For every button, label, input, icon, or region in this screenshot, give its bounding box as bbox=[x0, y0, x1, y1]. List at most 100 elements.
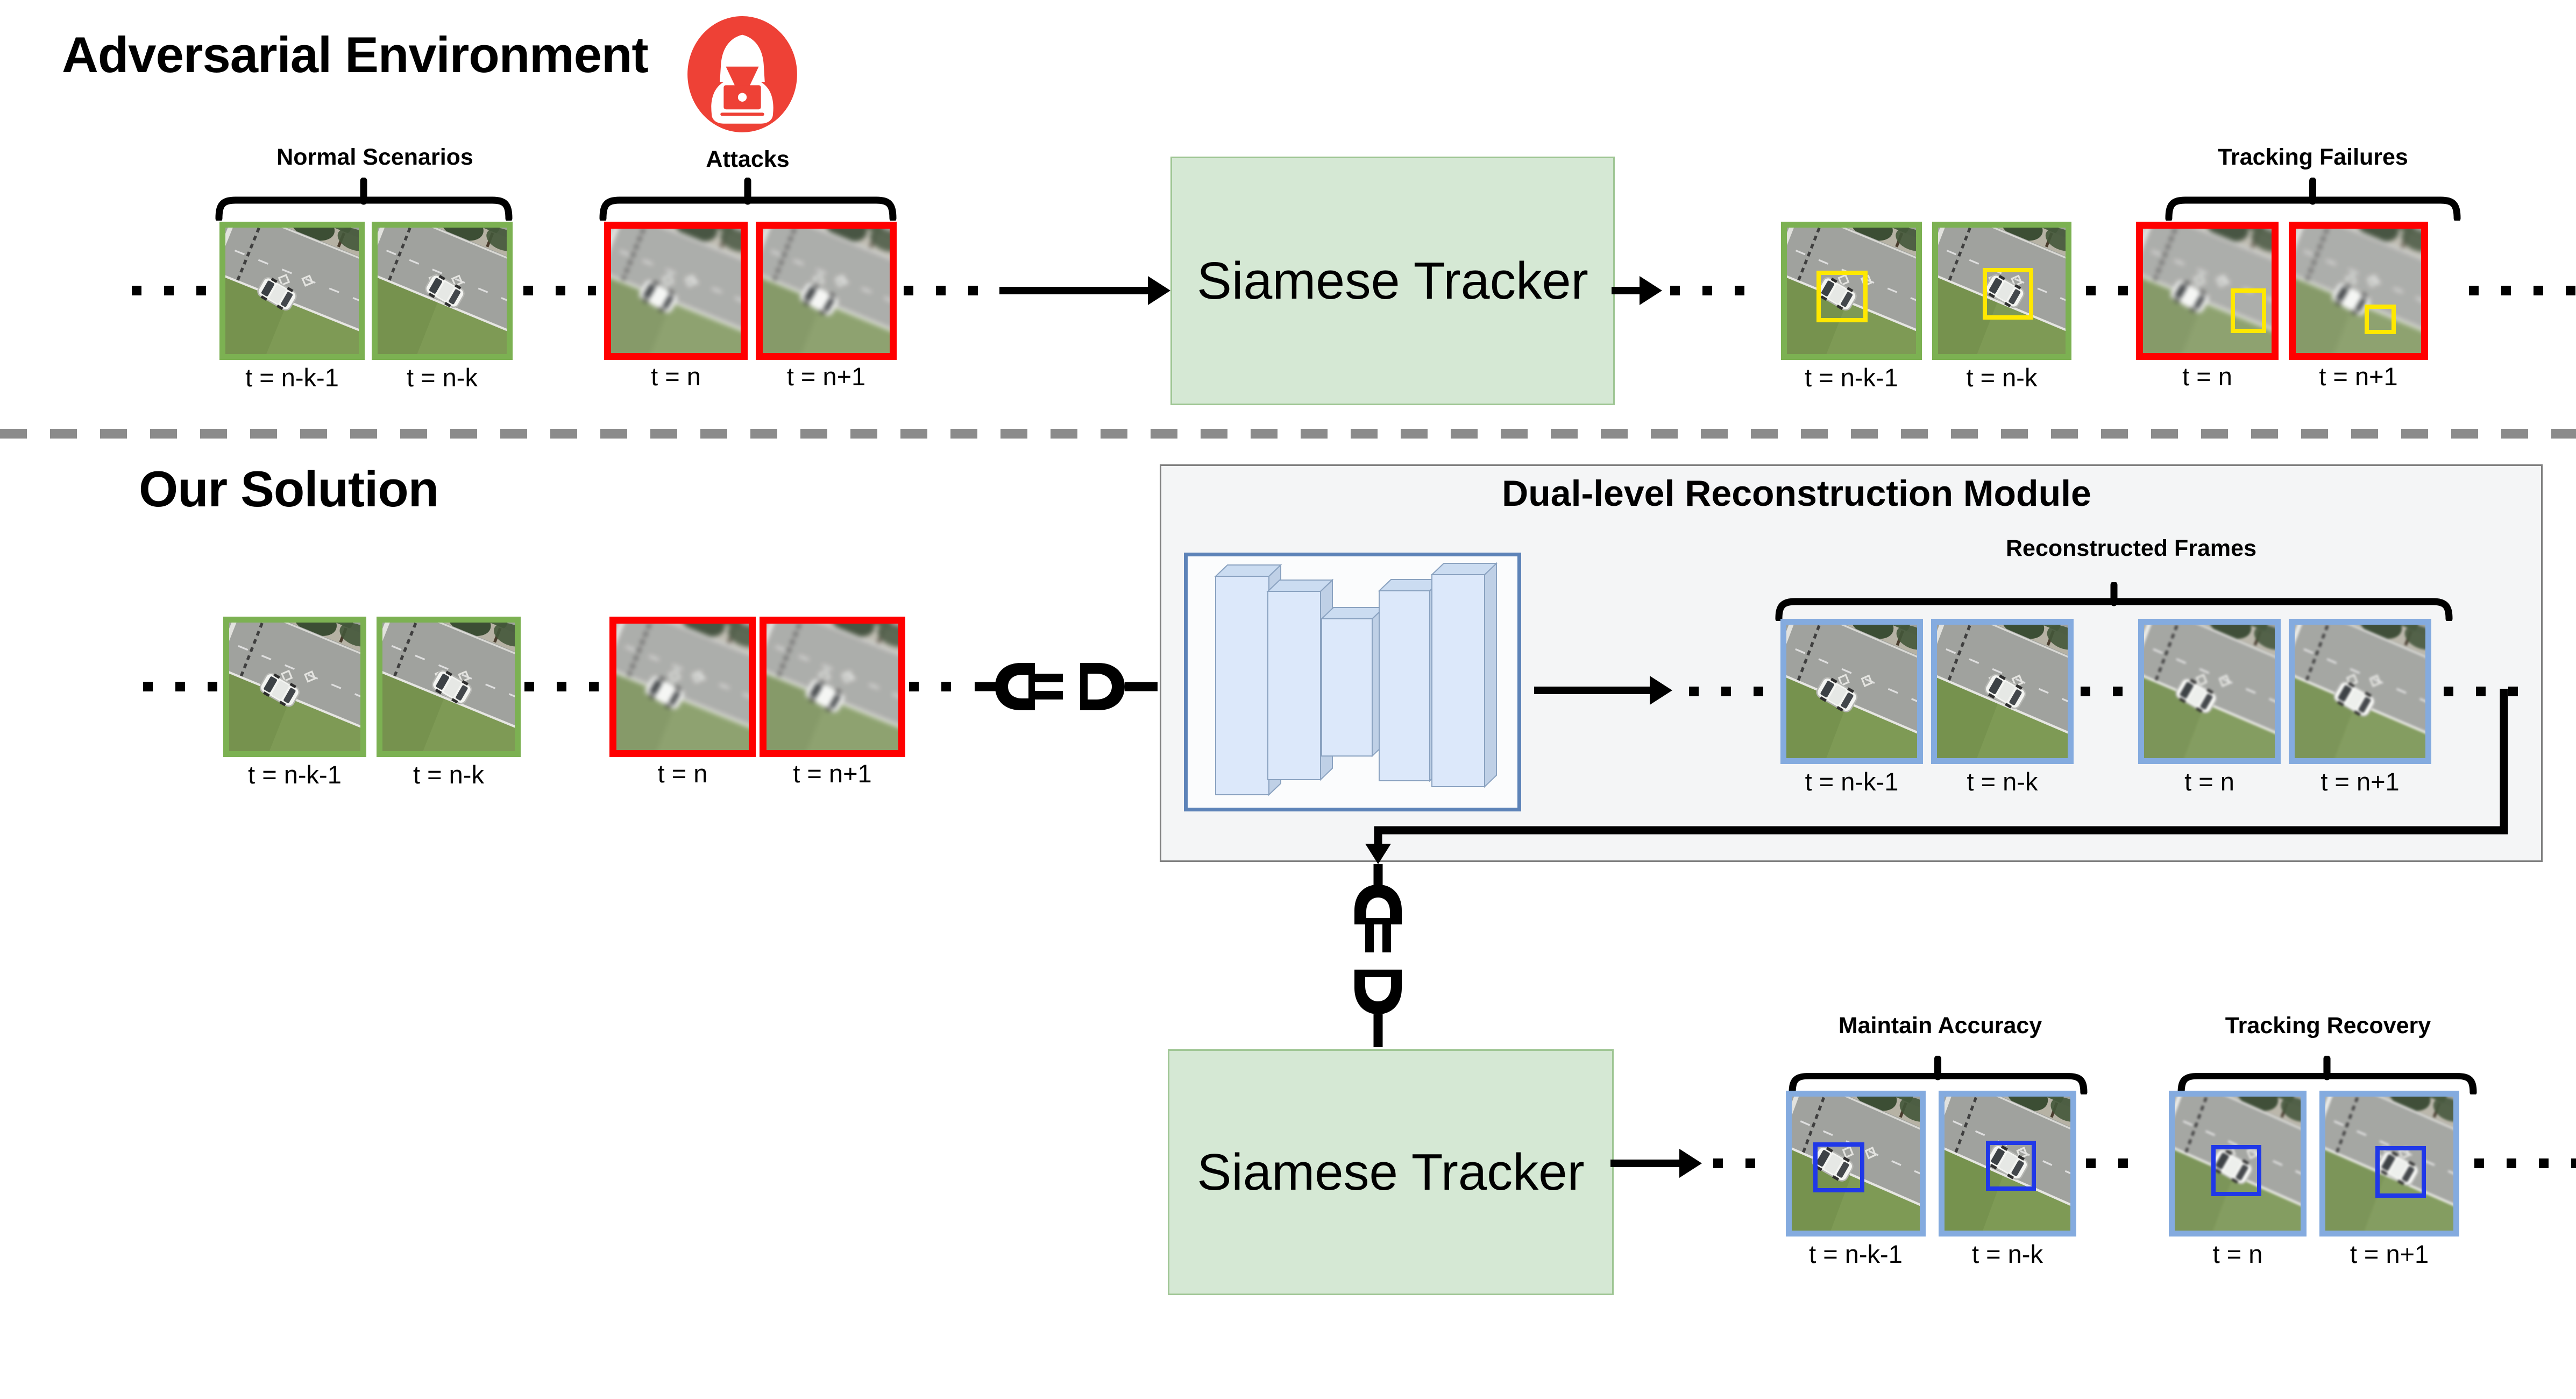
siamese-tracker-box-bottom: Siamese Tracker bbox=[1168, 1049, 1614, 1295]
group-label-tracking-recovery: Tracking Recovery bbox=[2225, 1013, 2431, 1038]
group-label-reconstructed-frames: Reconstructed Frames bbox=[2006, 535, 2256, 561]
car-sprite bbox=[257, 669, 303, 710]
frame-time-label: t = n-k bbox=[1966, 363, 2038, 392]
frame-attacked-input-3: t = n bbox=[609, 617, 756, 788]
feedback-connector-line bbox=[1365, 689, 2508, 864]
frame-normal-input-2: t = n-k bbox=[372, 222, 513, 392]
frame-final-output-4: t = n+1 bbox=[2319, 1091, 2459, 1268]
frame-reconstructed-2: t = n-k bbox=[1931, 619, 2074, 796]
frame-time-label: t = n-k-1 bbox=[245, 363, 339, 392]
ellipsis-dots bbox=[909, 682, 974, 691]
frame-time-label: t = n+1 bbox=[786, 362, 866, 391]
ellipsis-dots bbox=[2474, 1158, 2576, 1168]
frame-tracked-output-1: t = n-k-1 bbox=[1781, 222, 1922, 392]
hacker-icon bbox=[687, 16, 797, 132]
tracking-box-blue bbox=[1986, 1141, 2036, 1191]
tracking-box-blue bbox=[1813, 1142, 1864, 1192]
frame-time-label: t = n+1 bbox=[2350, 1240, 2429, 1268]
frame-time-label: t = n-k bbox=[407, 363, 478, 392]
flow-arrow bbox=[1610, 1160, 1679, 1167]
ellipsis-dots bbox=[143, 682, 218, 691]
brace-icon bbox=[1789, 1056, 2088, 1094]
ellipsis-dots bbox=[132, 286, 212, 295]
car-sprite bbox=[422, 271, 468, 311]
flow-arrow bbox=[1534, 687, 1650, 694]
frame-time-label: t = n-k-1 bbox=[248, 760, 342, 789]
frame-time-label: t = n bbox=[2182, 362, 2232, 391]
frame-normal-input-4: t = n-k bbox=[377, 617, 521, 789]
frame-time-label: t = n-k-1 bbox=[1805, 363, 1898, 392]
frame-time-label: t = n bbox=[2184, 767, 2234, 796]
tracking-box-yellow bbox=[2230, 288, 2266, 333]
siamese-tracker-box-top: Siamese Tracker bbox=[1170, 157, 1615, 405]
autoencoder-icon bbox=[1214, 562, 1498, 796]
frame-time-label: t = n-k bbox=[413, 760, 484, 789]
frame-normal-input-1: t = n-k-1 bbox=[219, 222, 365, 392]
brace-icon bbox=[215, 178, 513, 221]
frame-time-label: t = n+1 bbox=[793, 759, 872, 788]
ellipsis-dots bbox=[523, 286, 596, 295]
car-sprite bbox=[642, 673, 687, 713]
frame-time-label: t = n-k-1 bbox=[1805, 767, 1899, 796]
disconnected-plug-icon bbox=[975, 649, 1158, 724]
car-sprite bbox=[797, 279, 841, 319]
frame-time-label: t = n+1 bbox=[2320, 767, 2400, 796]
frame-final-output-2: t = n-k bbox=[1939, 1091, 2076, 1268]
frame-normal-input-3: t = n-k-1 bbox=[223, 617, 366, 789]
frame-time-label: t = n+1 bbox=[2319, 362, 2398, 391]
flow-arrow bbox=[999, 287, 1148, 294]
ellipsis-dots bbox=[1670, 286, 1751, 295]
frame-attacked-input-1: t = n bbox=[604, 222, 748, 391]
frame-reconstructed-1: t = n-k-1 bbox=[1780, 619, 1923, 796]
car-sprite bbox=[2167, 277, 2212, 316]
frame-time-label: t = n bbox=[651, 362, 701, 391]
group-label-normal-scenarios: Normal Scenarios bbox=[276, 144, 473, 170]
ellipsis-dots bbox=[2081, 687, 2134, 696]
autoencoder-box bbox=[1184, 553, 1521, 811]
frame-final-output-1: t = n-k-1 bbox=[1786, 1091, 1926, 1268]
section-title-adversarial: Adversarial Environment bbox=[62, 26, 649, 83]
car-sprite bbox=[429, 666, 474, 708]
brace-icon bbox=[2165, 178, 2461, 221]
brace-icon bbox=[1775, 582, 2453, 621]
ellipsis-dots bbox=[1713, 1158, 1773, 1168]
frame-reconstructed-3: t = n bbox=[2138, 619, 2281, 796]
frame-time-label: t = n bbox=[657, 759, 708, 788]
ellipsis-dots bbox=[904, 286, 987, 295]
group-label-maintain-accuracy: Maintain Accuracy bbox=[1838, 1013, 2042, 1038]
frame-attacked-input-2: t = n+1 bbox=[756, 222, 897, 391]
siamese-tracker-label: Siamese Tracker bbox=[1197, 1143, 1585, 1201]
tracking-box-blue bbox=[2211, 1144, 2262, 1197]
ellipsis-dots bbox=[2086, 1158, 2151, 1168]
frame-time-label: t = n-k-1 bbox=[1809, 1240, 1903, 1268]
frame-reconstructed-4: t = n+1 bbox=[2289, 619, 2431, 796]
divider-dashed bbox=[0, 429, 2576, 439]
ellipsis-dots bbox=[1689, 687, 1770, 696]
car-sprite bbox=[636, 277, 680, 316]
frame-failed-output-1: t = n bbox=[2136, 222, 2279, 391]
frame-time-label: t = n-k bbox=[1967, 767, 2038, 796]
frame-time-label: t = n-k bbox=[1972, 1240, 2043, 1268]
tracking-box-yellow bbox=[1816, 270, 1868, 322]
frame-failed-output-2: t = n+1 bbox=[2289, 222, 2428, 391]
ellipsis-dots bbox=[524, 682, 602, 691]
frame-final-output-3: t = n bbox=[2169, 1091, 2307, 1268]
group-label-attacks: Attacks bbox=[706, 146, 790, 172]
car-sprite bbox=[802, 675, 848, 716]
section-title-solution: Our Solution bbox=[139, 461, 439, 517]
frame-attacked-input-4: t = n+1 bbox=[760, 617, 905, 788]
siamese-tracker-label: Siamese Tracker bbox=[1197, 251, 1588, 310]
brace-icon bbox=[2177, 1056, 2477, 1094]
frame-time-label: t = n bbox=[2212, 1240, 2263, 1268]
ellipsis-dots bbox=[2086, 286, 2142, 295]
frame-tracked-output-2: t = n-k bbox=[1932, 222, 2071, 392]
car-sprite bbox=[254, 273, 300, 314]
disconnected-plug-icon bbox=[1340, 864, 1416, 1047]
tracking-box-yellow bbox=[1982, 268, 2034, 320]
tracking-box-yellow bbox=[2365, 304, 2396, 335]
tracking-box-blue bbox=[2375, 1146, 2426, 1198]
group-label-tracking-failures: Tracking Failures bbox=[2218, 144, 2408, 170]
flow-arrow bbox=[1612, 287, 1640, 294]
ellipsis-dots bbox=[2469, 286, 2576, 295]
